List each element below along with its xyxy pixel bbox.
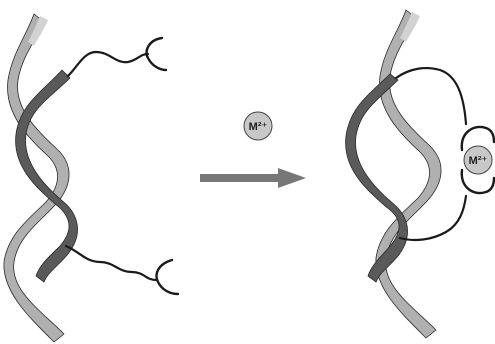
left-dna-helix xyxy=(3,13,78,343)
right-dna-helix xyxy=(345,9,442,339)
free-metal-ion-circle xyxy=(243,111,273,141)
left-lower-ligand-icon xyxy=(155,258,180,296)
left-upper-ligand-icon xyxy=(145,36,168,72)
reaction-arrow-icon xyxy=(200,168,306,188)
left-helix-top-highlight xyxy=(28,16,48,46)
left-upper-linker xyxy=(66,50,150,78)
right-upper-ligand-icon xyxy=(460,125,495,152)
free-metal-ion-label: M²⁺ xyxy=(249,121,268,133)
right-lower-linker xyxy=(398,194,468,242)
right-helix-back-strand xyxy=(375,9,442,339)
right-helix-front-strand xyxy=(345,73,408,283)
left-helix-back-strand xyxy=(3,13,70,343)
free-metal-ion: M²⁺ xyxy=(243,111,273,141)
reaction-arrow-head xyxy=(278,168,306,188)
left-helix-front-strand xyxy=(15,69,78,283)
bound-metal-ion: M²⁺ xyxy=(460,125,495,195)
right-helix-top-highlight xyxy=(400,12,420,42)
right-upper-linker xyxy=(394,67,468,126)
reaction-arrow-shaft xyxy=(200,174,280,182)
bound-metal-ion-label: M²⁺ xyxy=(469,155,488,167)
bound-metal-ion-circle xyxy=(463,145,493,175)
left-lower-linker xyxy=(64,244,158,282)
right-lower-ligand-icon xyxy=(460,168,495,195)
